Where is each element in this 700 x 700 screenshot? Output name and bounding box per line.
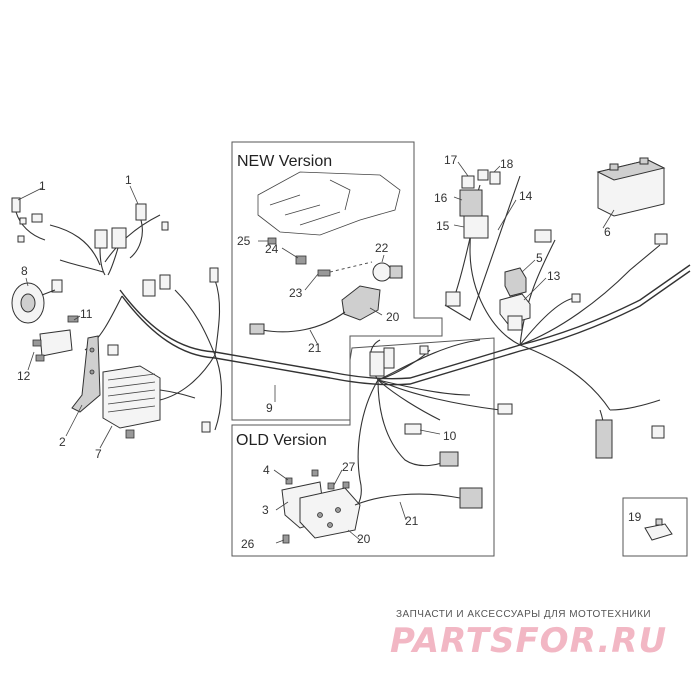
label-part-26: 26 [241,537,255,551]
label-part-13: 13 [547,269,561,283]
label-part-23: 23 [289,286,303,300]
label-part-20-old: 20 [357,532,371,546]
part-11-12-bracket [32,315,79,362]
label-part-5: 5 [536,251,543,265]
new-version-title: NEW Version [237,153,332,170]
leader-lines [17,161,615,544]
part-8-horn [11,282,56,324]
label-part-17: 17 [444,153,458,167]
watermark-logo: PARTSFOR.RU [390,621,667,661]
label-part-18: 18 [500,157,514,171]
label-part-16: 16 [434,191,448,205]
part-4-26-27-bolts [282,469,350,544]
connector-cluster-center [369,345,513,467]
label-part-12: 12 [17,369,31,383]
connector-cluster-top [51,227,127,293]
label-part-7: 7 [95,447,102,461]
connector-cluster-right [534,229,668,459]
part-1-bulb-right [31,203,169,259]
label-part-6: 6 [604,225,611,239]
part-2-bracket [71,335,101,413]
new-version-box: NEW Version [231,141,443,421]
label-part-27: 27 [342,460,356,474]
label-part-3: 3 [262,503,269,517]
label-part-11: 11 [80,307,93,321]
part-6-battery [596,157,666,217]
part-1-bulb-left [11,197,46,243]
part-19-clip [644,518,673,541]
part-15-connector [445,215,489,307]
label-part-8: 8 [21,264,28,278]
label-part-2: 2 [59,435,66,449]
label-part-9: 9 [266,401,273,415]
old-version-title: OLD Version [236,432,327,449]
label-part-21-new: 21 [308,341,322,355]
part-14-harness-section [444,175,521,321]
part-20-coil-new [249,285,381,335]
label-part-4: 4 [263,463,270,477]
watermark: ЗАПЧАСТИ И АКСЕССУАРЫ ДЛЯ МОТОТЕХНИКИ PA… [390,609,667,661]
part-20-coil-old [299,487,483,539]
part-16-17-18-relay [459,169,501,217]
label-part-15: 15 [436,219,450,233]
label-part-20-new: 20 [386,310,400,324]
part-7-regulator [102,365,196,439]
part-22-sensor [329,261,403,282]
label-part-21-old: 21 [405,514,419,528]
label-part-14: 14 [519,189,533,203]
old-version-box: OLD Version [231,337,495,557]
label-part-1-left: 1 [39,179,46,193]
label-part-22: 22 [375,241,389,255]
part-24-23-fasteners [295,255,331,277]
watermark-tagline: ЗАПЧАСТИ И АКСЕССУАРЫ ДЛЯ МОТОТЕХНИКИ [396,609,651,620]
connector-cluster-mid [107,267,219,433]
part-13-relay [499,293,531,331]
part-labels: 1 1 8 11 12 2 7 9 25 24 23 22 20 21 10 4… [17,153,642,551]
part-19-box [622,497,688,557]
new-version-frame-sketch [257,171,401,236]
label-part-24: 24 [265,242,279,256]
label-part-1-right: 1 [125,173,132,187]
label-part-25: 25 [237,234,251,248]
label-part-10: 10 [443,429,457,443]
label-part-19: 19 [628,510,642,524]
part-5-relay [504,267,527,297]
